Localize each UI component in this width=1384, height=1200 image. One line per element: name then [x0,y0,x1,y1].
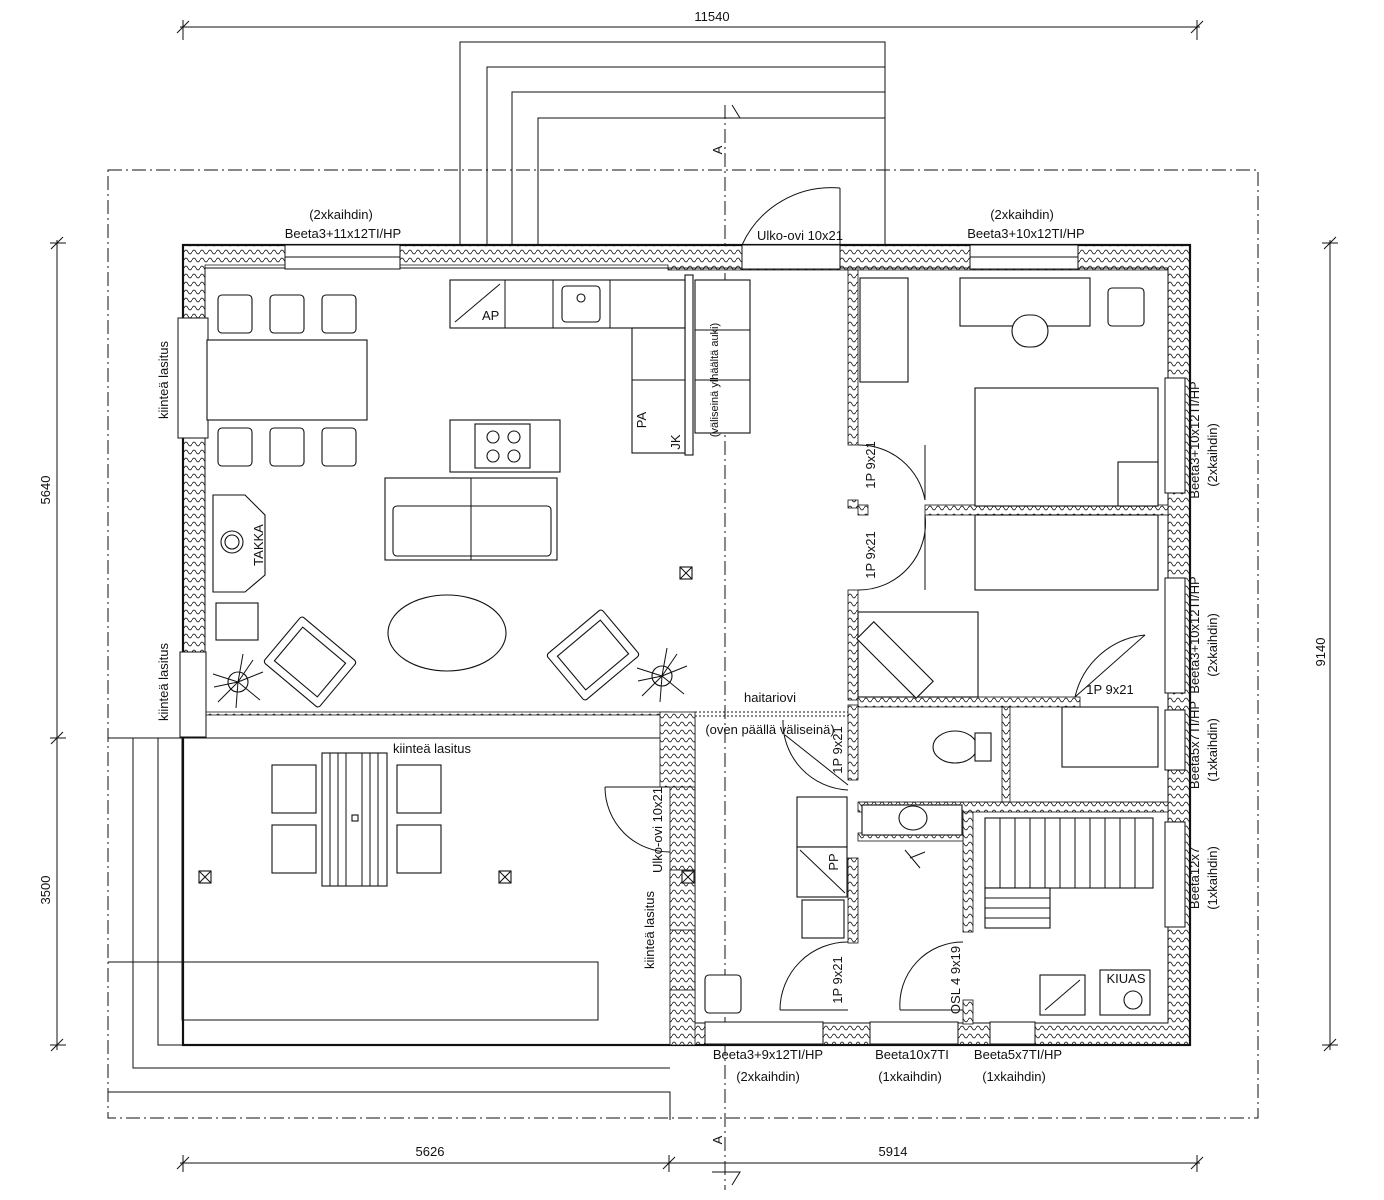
label-terrace-door: Ulko-ovi 10x21 [650,787,665,873]
door-bedroom1[interactable] [857,444,926,501]
label-living-top-type: Beeta3+11x12TI/HP [285,226,401,241]
label-living-top-kaihdin: (2xkaihdin) [309,207,373,222]
sauna-slats [985,818,1136,919]
label-right-sauna-type: Beeta12x7 [1187,847,1202,909]
terrace-table-set [271,752,442,887]
label-right-upper-type: Beeta3+10x12TI/HP [1187,381,1202,498]
label-kiuas: KIUAS [1106,971,1145,986]
label-right-middle-type: Beeta3+10x12TI/HP [1187,576,1202,693]
dim-top-total: 11540 [694,9,729,24]
plants [212,647,688,709]
label-bottom-3-type: Beeta5x7TI/HP [974,1047,1062,1062]
coffee-table [387,594,507,672]
door-bedroom3[interactable] [1074,634,1146,698]
sauna-stove [1039,969,1151,1016]
right-windows [1164,377,1186,928]
door-wc[interactable] [782,719,849,791]
label-bottom-2-kaihdin: (1xkaihdin) [878,1069,942,1084]
kitchen-counter [449,279,751,454]
dim-bottom-right: 5914 [879,1144,908,1159]
top-windows [284,244,1079,270]
label-folding-door: haitariovi [744,690,796,705]
label-right-upper-kaihdin: (2xkaihdin) [1205,423,1220,487]
label-door-utility: 1P 9x21 [830,956,845,1003]
label-pp: PP [826,853,841,870]
label-bottom-2-type: Beeta10x7TI [875,1047,949,1062]
door-sauna[interactable] [899,941,964,1011]
label-right-wc-kaihdin: (1xkaihdin) [1205,718,1220,782]
support-posts [198,566,695,884]
dining-table-set [206,294,368,467]
roof-outline [107,169,1259,1119]
door-utility[interactable] [779,941,849,1011]
label-door-wc: 1P 9x21 [830,726,845,773]
washroom-sink [861,804,963,869]
wc-toilet [932,730,992,764]
dimension-lines [50,20,1338,1172]
fireplace [212,494,266,593]
dim-right-total: 9140 [1313,638,1328,667]
label-bottom-1-type: Beeta3+9x12TI/HP [713,1047,823,1062]
label-partition-note: (väliseinä ylhäältä auki) [709,323,721,437]
label-fixed-glazing-terrace: kiinteä lasitus [393,741,472,756]
door-bedroom2[interactable] [857,514,926,591]
terrace-door[interactable] [604,786,671,853]
section-marker-bottom: A [710,1135,725,1144]
label-pa: PA [634,411,649,428]
label-right-sauna-kaihdin: (1xkaihdin) [1205,846,1220,910]
label-bottom-3-kaihdin: (1xkaihdin) [982,1069,1046,1084]
dim-left-lower: 3500 [38,876,53,905]
label-bedroom-top-type: Beeta3+10x12TI/HP [967,226,1084,241]
sauna-benches [984,817,1154,929]
label-entrance-door-top: Ulko-ovi 10x21 [757,228,843,243]
label-right-middle-kaihdin: (2xkaihdin) [1205,613,1220,677]
dim-left-upper: 5640 [38,476,53,505]
label-door-sauna: OSL 4 9x19 [948,946,963,1014]
label-ap: AP [482,308,499,323]
label-right-wc-type: Beeta5x7TI/HP [1187,701,1202,789]
sofa [384,477,558,561]
label-bedroom-top-kaihdin: (2xkaihdin) [990,207,1054,222]
terrace-outline [108,737,671,1120]
label-door-bedroom3: 1P 9x21 [1086,682,1133,697]
armchairs [215,602,640,708]
label-door-bedroom1: 1P 9x21 [863,441,878,488]
label-fixed-glazing-1: kiinteä lasitus [156,340,171,419]
label-folding-note: (oven päällä väliseinä) [705,722,834,737]
kitchen-island [449,419,561,473]
front-door[interactable] [741,187,841,246]
utility-furniture [704,796,848,1014]
bedroom2-furniture [856,514,1159,768]
bottom-windows [704,1021,1036,1045]
left-fixed-glazing [177,317,209,738]
interior-walls [659,269,1169,1046]
section-marker-top: A [710,145,725,154]
label-fixed-glazing-2: kiinteä lasitus [156,642,171,721]
label-fixed-glazing-side: kiinteä lasitus [642,890,657,969]
bedroom1-furniture [859,277,1159,507]
dim-bottom-left: 5626 [416,1144,445,1159]
label-door-bedroom2: 1P 9x21 [863,531,878,578]
folding-door[interactable] [695,711,848,717]
entrance-canopy [459,41,886,245]
label-bottom-1-kaihdin: (2xkaihdin) [736,1069,800,1084]
label-jk: JK [668,434,683,450]
label-takka: TAKKA [251,524,266,566]
